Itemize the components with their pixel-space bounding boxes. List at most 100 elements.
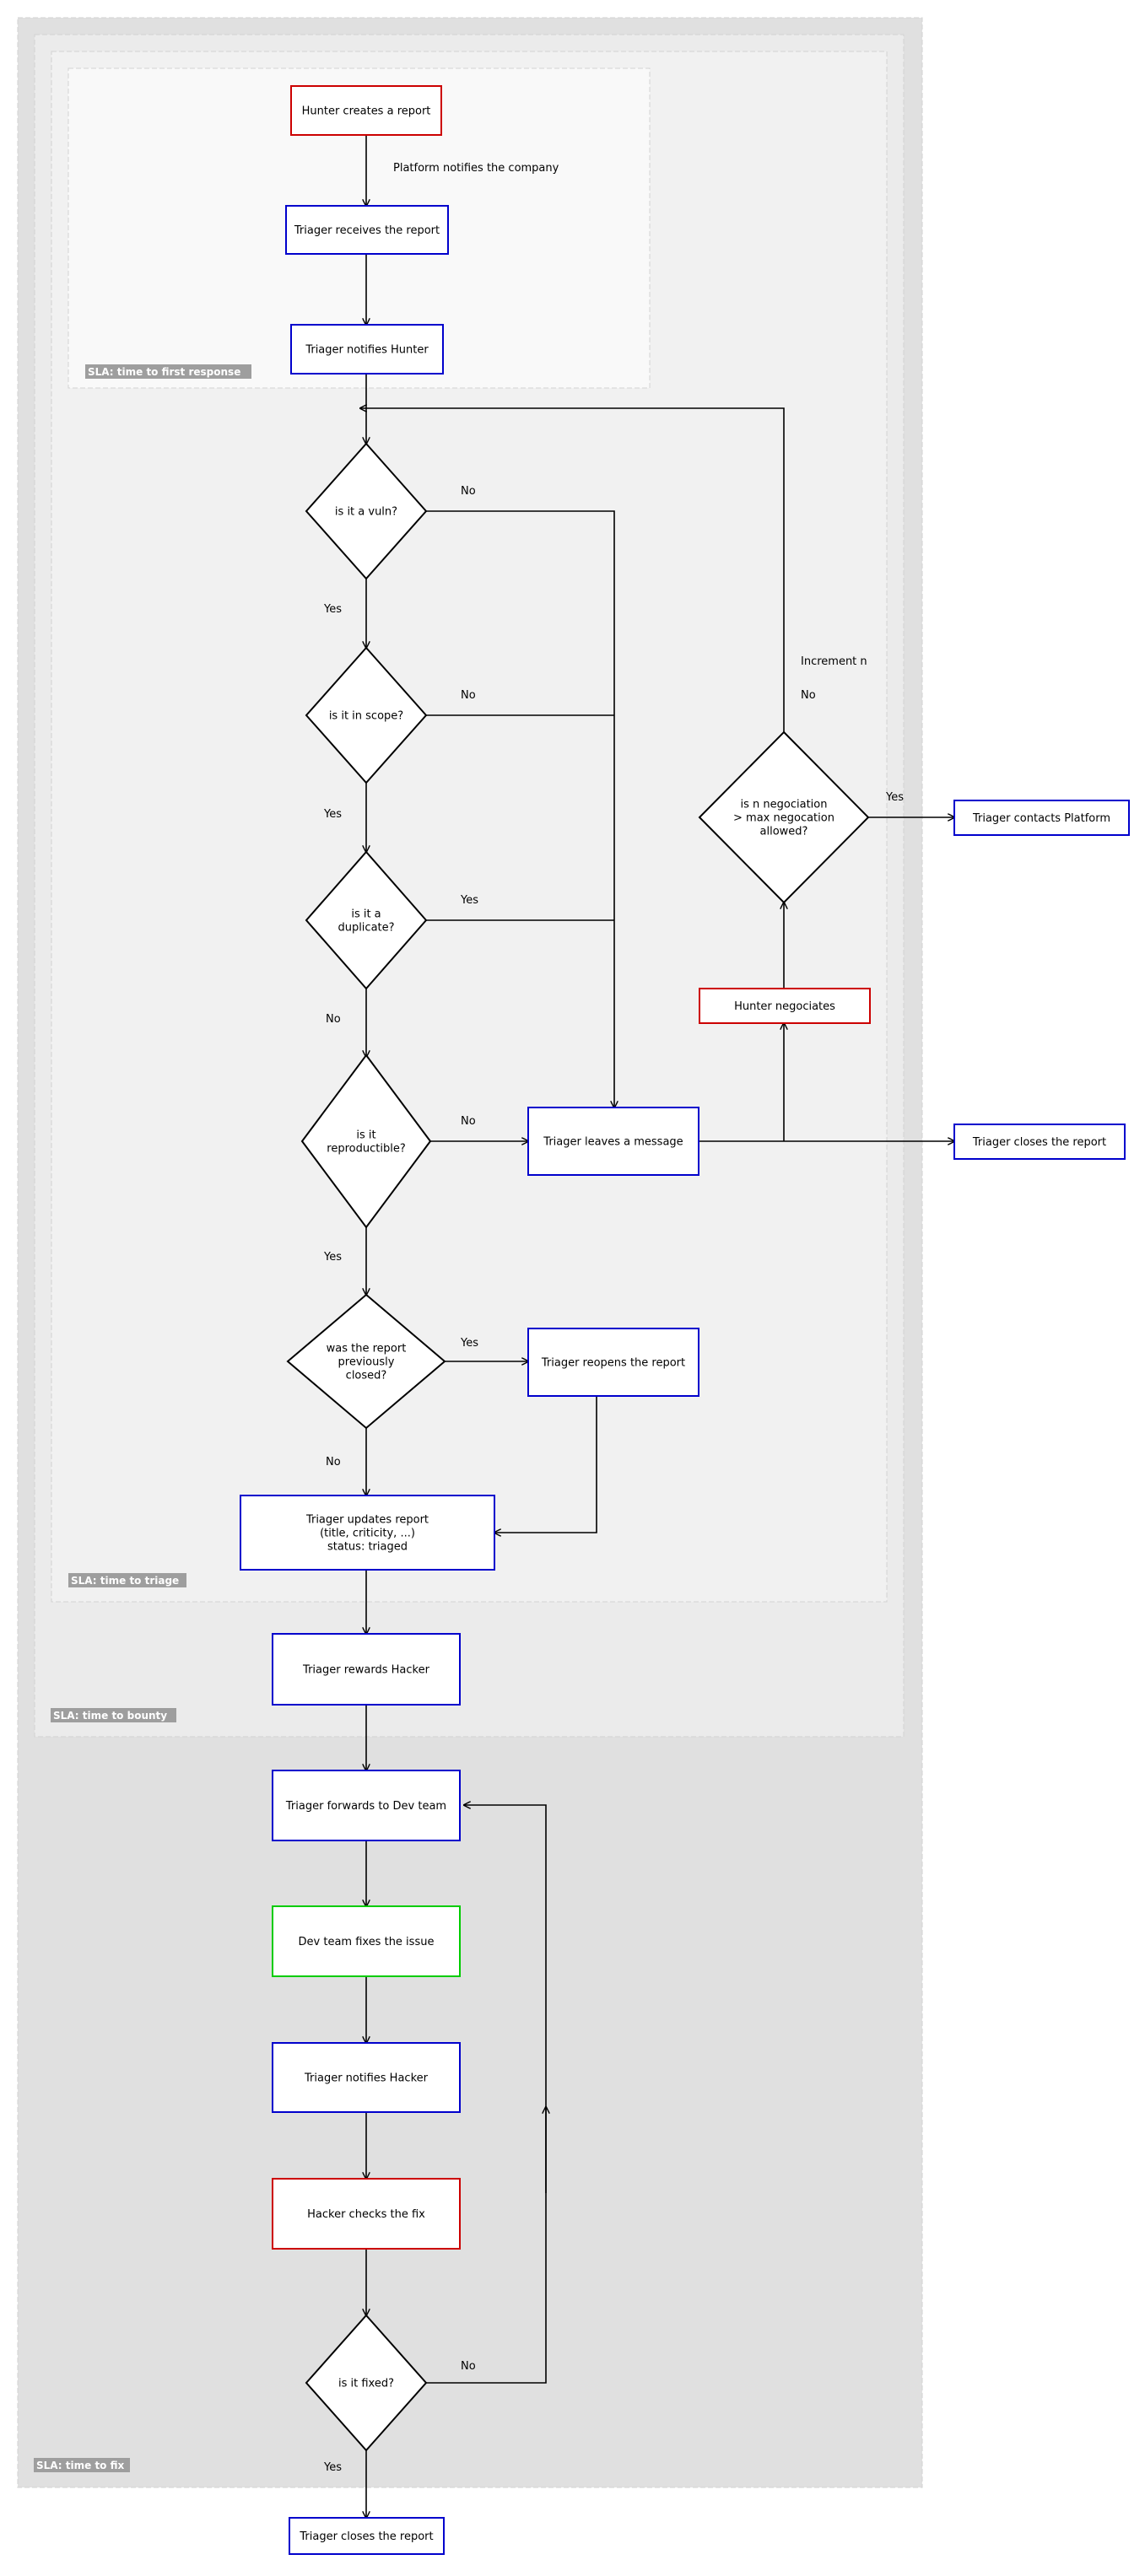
node-contacts-platform-box (953, 800, 1130, 836)
edge-label-closed-no: No (326, 1456, 341, 1469)
node-prev-closed-label: closed? (346, 1370, 387, 1382)
node-hacker-checks-label: Hacker checks the fix (307, 2208, 425, 2221)
node-prev-closed-label: previously (338, 1356, 395, 1369)
sla-label-time-to-bounty: SLA: time to bounty (53, 1710, 167, 1722)
node-reopens-box (527, 1328, 699, 1397)
edge-reopens-to-updates (494, 1396, 597, 1533)
node-contacts-platform: Triager contacts Platform (953, 800, 1130, 836)
node-dev-fixes: Dev team fixes the issue (272, 1905, 461, 1977)
edge-label-closed-yes: Yes (460, 1337, 478, 1350)
edge-label-nego-yes: Yes (885, 791, 904, 804)
node-negociation-check-label: allowed? (760, 826, 808, 838)
node-negociation-check-label: is n negociation (741, 799, 828, 811)
node-contacts-platform-label: Triager contacts Platform (972, 812, 1110, 825)
edge-label-vuln-no: No (461, 485, 476, 498)
node-updates-label: Triager updates report (305, 1514, 429, 1527)
node-forwards-label: Triager forwards to Dev team (285, 1800, 446, 1813)
node-closes-bottom-label: Triager closes the report (299, 2530, 433, 2543)
node-hacker-checks: Hacker checks the fix (272, 2178, 461, 2250)
edge-label-increment: Increment n (801, 655, 867, 668)
node-hunter-negociates-label: Hunter negociates (734, 1000, 835, 1013)
node-reproducible-label: reproductible? (327, 1143, 405, 1156)
edges (360, 135, 954, 2518)
node-triager-notifies-hunter-box (290, 324, 444, 375)
edge-label-vuln-yes: Yes (323, 603, 342, 616)
node-triager-receives-label: Triager receives the report (294, 224, 440, 237)
sla-label-time-to-triage: SLA: time to triage (71, 1575, 179, 1587)
node-duplicate-diamond (305, 850, 428, 990)
node-hunter-creates: Hunter creates a report (290, 85, 442, 136)
node-prev-closed-diamond (286, 1293, 446, 1430)
edge-label-fixed-no: No (461, 2360, 476, 2373)
node-closes-right-label: Triager closes the report (972, 1136, 1106, 1149)
node-duplicate-label: duplicate? (338, 922, 394, 935)
edge-label-platform-notifies: Platform notifies the company (393, 162, 559, 175)
node-hacker-checks-box (272, 2178, 461, 2250)
edge-label-scope-no: No (461, 689, 476, 702)
node-leaves-message-label: Triager leaves a message (543, 1136, 683, 1149)
node-leaves-message: Triager leaves a message (527, 1107, 699, 1176)
edge-is-vuln-no-to-leaves-message (426, 510, 614, 1107)
edge-label-fixed-yes: Yes (323, 2461, 342, 2474)
edge-label-repro-yes: Yes (323, 1251, 342, 1264)
node-is-fixed-diamond (305, 2314, 428, 2452)
node-notifies-hacker-box (272, 2042, 461, 2113)
sla-label-time-to-fix: SLA: time to fix (36, 2460, 124, 2471)
node-updates: Triager updates report(title, criticity,… (240, 1495, 495, 1571)
node-triager-notifies-hunter-label: Triager notifies Hunter (305, 344, 429, 357)
node-rewards: Triager rewards Hacker (272, 1633, 461, 1706)
node-updates-label: (title, criticity, ...) (320, 1528, 415, 1540)
edge-negociation-check-no-loop-to-is-vuln (360, 408, 785, 732)
node-triager-notifies-hunter: Triager notifies Hunter (290, 324, 444, 375)
node-notifies-hacker: Triager notifies Hacker (272, 2042, 461, 2113)
node-hunter-creates-box (290, 85, 442, 136)
node-forwards-box (272, 1770, 461, 1841)
node-is-fixed-label: is it fixed? (338, 2378, 394, 2390)
node-dev-fixes-box (272, 1905, 461, 1977)
node-in-scope: is it in scope? (305, 646, 428, 784)
edge-label-dup-yes: Yes (460, 894, 478, 907)
node-rewards-label: Triager rewards Hacker (302, 1664, 430, 1677)
edge-label-repro-no: No (461, 1115, 476, 1128)
node-in-scope-label: is it in scope? (329, 710, 403, 723)
node-triager-receives: Triager receives the report (285, 205, 449, 255)
node-notifies-hacker-label: Triager notifies Hacker (304, 2072, 429, 2085)
edge-label-dup-no: No (326, 1013, 341, 1026)
node-reproducible-diamond (300, 1054, 432, 1229)
node-prev-closed-label: was the report (327, 1343, 407, 1355)
edge-labels: Platform notifies the company No Yes No … (323, 162, 904, 2474)
node-in-scope-diamond (305, 646, 428, 784)
node-hunter-creates-label: Hunter creates a report (302, 105, 431, 118)
node-duplicate-label: is it a (351, 908, 381, 921)
node-forwards: Triager forwards to Dev team (272, 1770, 461, 1841)
node-reproducible-label: is it (356, 1129, 375, 1142)
node-closes-right-box (953, 1124, 1126, 1160)
node-is-vuln-label: is it a vuln? (335, 506, 397, 519)
node-is-vuln-diamond (305, 442, 428, 580)
node-negociation-check-diamond (698, 730, 870, 904)
node-triager-receives-box (285, 205, 449, 255)
node-negociation-check-label: > max negocation (733, 812, 834, 825)
edge-label-nego-no: No (801, 689, 816, 702)
sla-label-time-to-first-response: SLA: time to first response (88, 366, 240, 378)
node-closes-bottom-box (289, 2517, 445, 2555)
node-leaves-message-box (527, 1107, 699, 1176)
node-is-vuln: is it a vuln? (305, 442, 428, 580)
node-closes-bottom: Triager closes the report (289, 2517, 445, 2555)
node-reopens-label: Triager reopens the report (541, 1357, 685, 1370)
node-closes-right: Triager closes the report (953, 1124, 1126, 1160)
node-updates-box (240, 1495, 495, 1571)
node-is-fixed: is it fixed? (305, 2314, 428, 2452)
edge-label-scope-yes: Yes (323, 808, 342, 821)
node-reopens: Triager reopens the report (527, 1328, 699, 1397)
node-hunter-negociates: Hunter negociates (699, 988, 871, 1024)
node-rewards-box (272, 1633, 461, 1706)
edge-is-fixed-no-to-forwards (426, 1805, 547, 2384)
node-hunter-negociates-box (699, 988, 871, 1024)
